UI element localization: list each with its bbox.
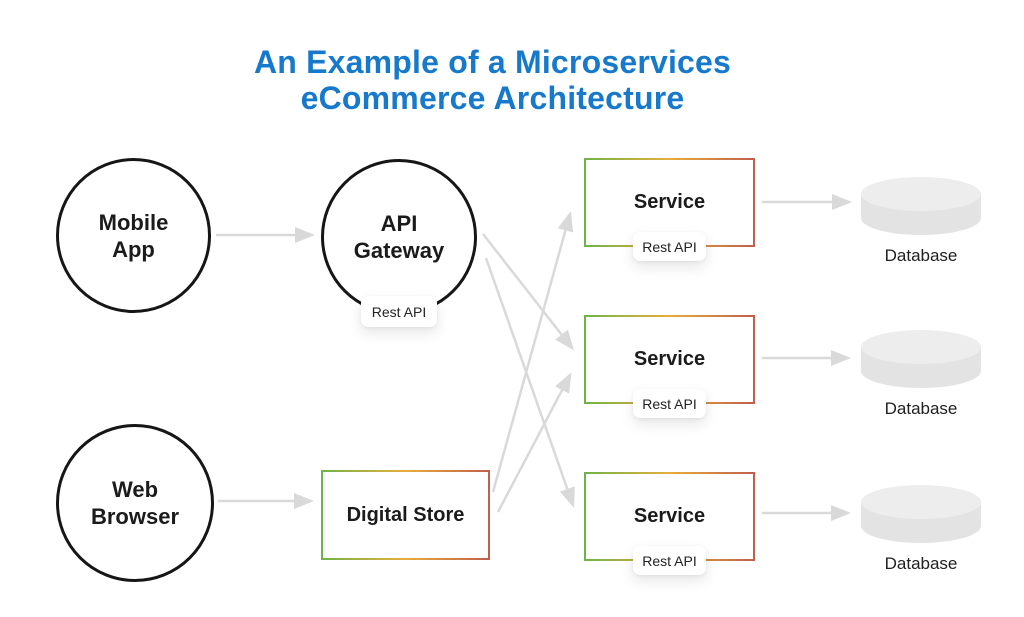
database-3-label: Database <box>884 554 958 573</box>
diagram-title: An Example of a Microservices eCommerce … <box>0 44 985 116</box>
digital-store-label: Digital Store <box>346 503 465 526</box>
arrow-digital-to-service2 <box>496 372 572 513</box>
mobile-app-label-line1: Mobile <box>98 209 169 235</box>
cylinder-top <box>861 177 981 211</box>
service-1-rest-api-badge: Rest API <box>633 232 706 261</box>
cylinder-top <box>861 485 981 519</box>
database-1-cylinder-icon <box>861 177 981 235</box>
node-mobile-app: Mobile App <box>56 158 211 313</box>
database-1-label: Database <box>884 246 958 265</box>
api-gateway-rest-api-badge: Rest API <box>361 296 437 327</box>
service-1-badge-label: Rest API <box>642 238 697 255</box>
cylinder-top <box>861 330 981 364</box>
arrow-gateway-to-service2 <box>482 233 574 351</box>
title-line-2: eCommerce Architecture <box>300 80 685 116</box>
service-3-badge-label: Rest API <box>642 552 697 569</box>
database-2-cylinder-icon <box>861 330 981 388</box>
node-api-gateway: API Gateway <box>321 159 477 315</box>
arrow-gateway-to-service3 <box>484 257 575 508</box>
arrow-digital-to-service1 <box>491 211 574 493</box>
node-database-3: Database <box>861 485 981 573</box>
service-2-rest-api-badge: Rest API <box>633 389 706 418</box>
service-2-label: Service <box>633 348 706 370</box>
database-3-cylinder-icon <box>861 485 981 543</box>
title-line-1: An Example of a Microservices <box>253 44 732 80</box>
mobile-app-label: Mobile App <box>99 209 169 263</box>
api-gateway-label-line2: Gateway <box>353 238 445 263</box>
service-2-badge-label: Rest API <box>642 395 697 412</box>
web-browser-label: Web Browser <box>91 476 179 530</box>
api-gateway-badge-label: Rest API <box>371 303 427 320</box>
node-web-browser: Web Browser <box>56 424 214 582</box>
mobile-app-label-line2: App <box>112 236 155 262</box>
api-gateway-label-line1: API <box>380 211 418 236</box>
node-database-1: Database <box>861 177 981 265</box>
service-3-rest-api-badge: Rest API <box>633 546 706 575</box>
web-browser-label-line2: Browser <box>90 504 180 529</box>
node-digital-store: Digital Store <box>321 470 490 560</box>
database-2-label: Database <box>884 399 958 418</box>
node-database-2: Database <box>861 330 981 418</box>
web-browser-label-line1: Web <box>111 477 159 502</box>
service-3-label: Service <box>633 505 706 527</box>
api-gateway-label: API Gateway <box>354 210 445 264</box>
service-1-label: Service <box>633 191 706 213</box>
